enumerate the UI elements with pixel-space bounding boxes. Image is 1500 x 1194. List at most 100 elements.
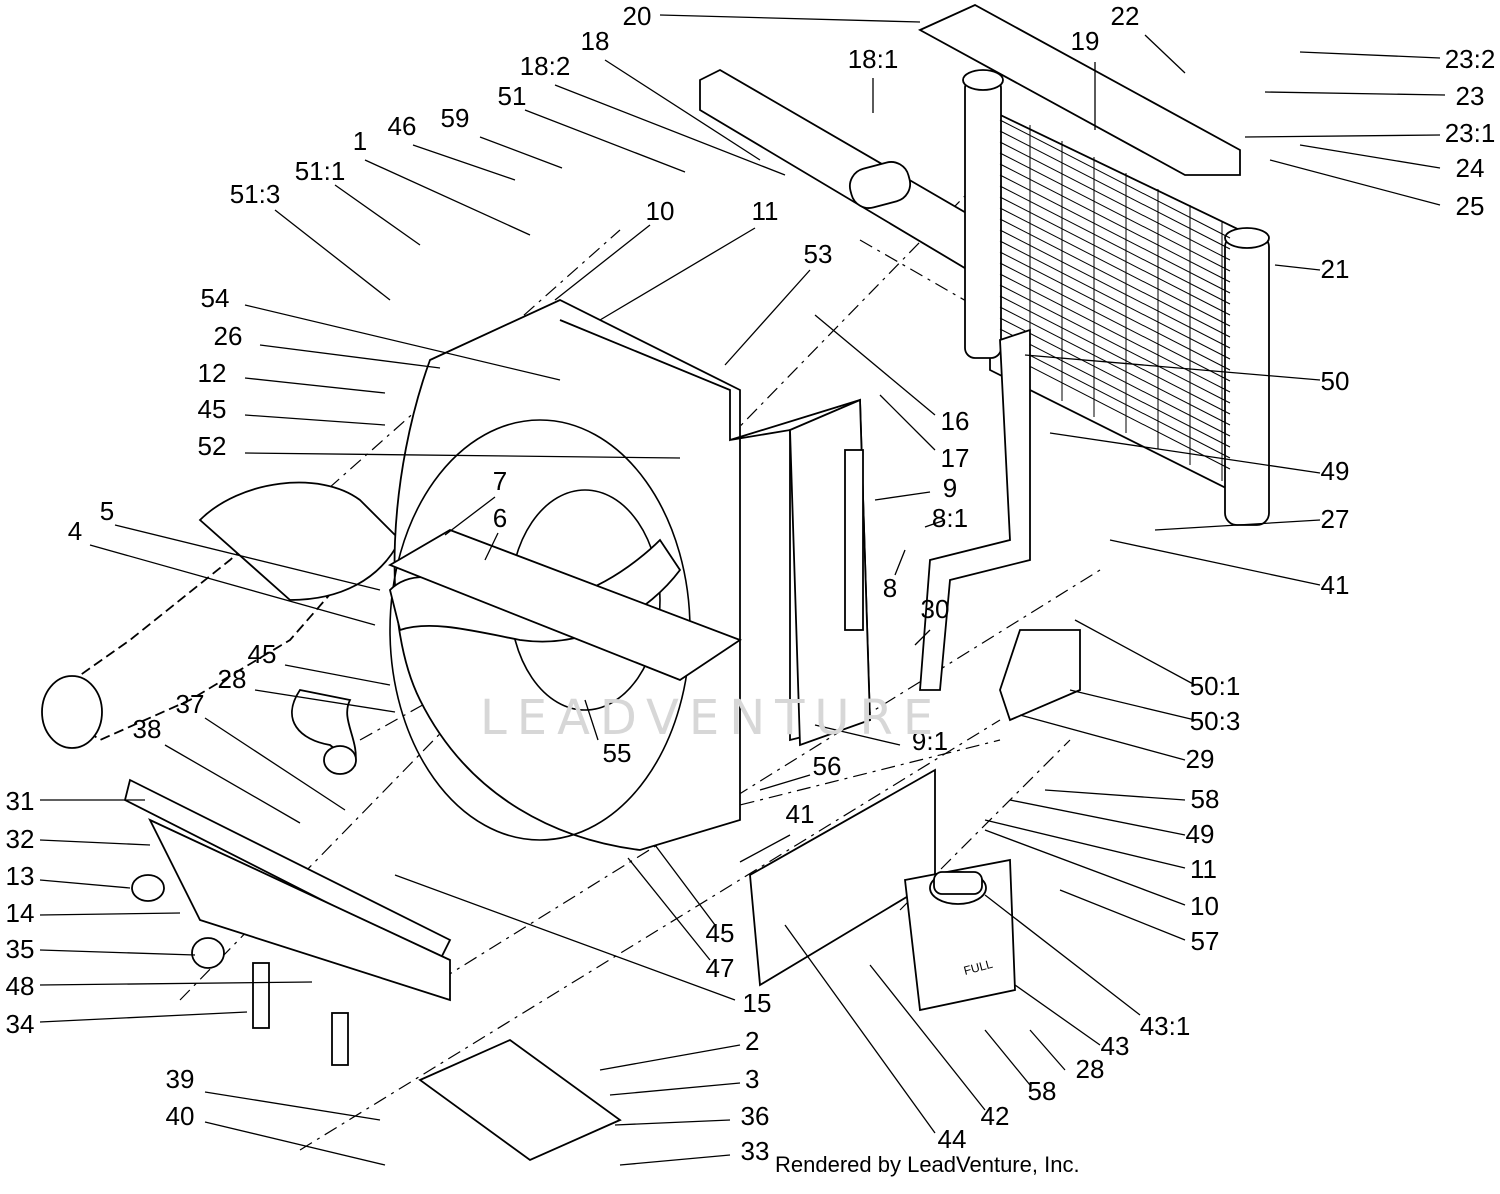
callout-39: 39 <box>166 1064 195 1094</box>
leader-line <box>619 1154 731 1166</box>
leader-line <box>244 452 681 459</box>
callout-54: 54 <box>201 283 230 313</box>
leader-line <box>914 629 931 646</box>
leader-line <box>1024 354 1321 381</box>
leader-line <box>204 1091 381 1121</box>
leader-line <box>254 689 396 713</box>
radiator-core <box>962 69 1270 526</box>
fin-line <box>999 174 1231 294</box>
callout-52: 52 <box>198 431 227 461</box>
callout-34: 34 <box>6 1009 35 1039</box>
callout-43: 43 <box>1101 1031 1130 1061</box>
leader-line <box>412 144 516 181</box>
leader-line <box>584 699 599 741</box>
leader-line <box>39 981 313 986</box>
leader-line <box>604 59 761 161</box>
watermark: LEADVENTURE <box>480 690 944 746</box>
callout-25: 25 <box>1456 191 1485 221</box>
callout-59: 59 <box>441 103 470 133</box>
fin-line <box>999 284 1231 404</box>
callout-45: 45 <box>706 918 735 948</box>
fin-line <box>999 328 1231 448</box>
callout-14: 14 <box>6 898 35 928</box>
leader-line <box>39 879 131 889</box>
callout-55: 55 <box>603 738 632 768</box>
leader-line <box>654 844 716 926</box>
callout-10: 10 <box>646 196 675 226</box>
callout-50-1: 50:1 <box>1190 671 1241 701</box>
leader-line <box>984 1029 1031 1086</box>
callout-9-1: 9:1 <box>912 726 948 756</box>
callout-6: 6 <box>493 503 507 533</box>
fin-line <box>999 339 1231 459</box>
callout-58: 58 <box>1191 784 1220 814</box>
callout-27: 27 <box>1321 504 1350 534</box>
leader-line <box>114 524 381 591</box>
leader-line <box>39 839 151 846</box>
callout-28: 28 <box>218 664 247 694</box>
leader-line <box>1029 1029 1066 1071</box>
leader-line <box>984 829 1186 906</box>
leader-line <box>784 924 936 1134</box>
fin-line <box>999 185 1231 305</box>
fin-line <box>999 218 1231 338</box>
callout-16: 16 <box>941 406 970 436</box>
leader-line <box>984 819 1186 869</box>
leader-line <box>1144 34 1186 74</box>
leader-lines <box>39 14 1446 1166</box>
fin-line <box>999 262 1231 382</box>
leader-line <box>1269 159 1441 206</box>
fin-line <box>999 130 1231 250</box>
leader-line <box>874 491 931 501</box>
callout-42: 42 <box>981 1101 1010 1131</box>
fin-line <box>999 317 1231 437</box>
callout-18: 18 <box>581 26 610 56</box>
leader-line <box>1274 264 1321 271</box>
leader-line <box>1009 799 1186 836</box>
leader-line <box>1244 134 1441 138</box>
callout-18-1: 18:1 <box>848 44 899 74</box>
leader-line <box>479 136 563 169</box>
callout-23-2: 23:2 <box>1445 44 1496 74</box>
leader-line <box>1074 619 1196 686</box>
callout-49: 49 <box>1186 819 1215 849</box>
leader-line <box>984 894 1141 1016</box>
callout-50-3: 50:3 <box>1190 706 1241 736</box>
leader-line <box>89 544 376 626</box>
callout-15: 15 <box>743 988 772 1018</box>
leader-line <box>204 717 346 811</box>
callout-57: 57 <box>1191 926 1220 956</box>
fin-line <box>999 196 1231 316</box>
callout-12: 12 <box>198 358 227 388</box>
callout-45: 45 <box>198 394 227 424</box>
callout-11: 11 <box>1190 854 1217 884</box>
render-credit: Rendered by LeadVenture, Inc. <box>775 1152 1080 1177</box>
leader-line <box>924 519 946 528</box>
intake-hose <box>41 481 402 775</box>
leader-line <box>724 269 811 366</box>
callout-37: 37 <box>176 689 205 719</box>
leader-line <box>39 912 181 916</box>
leader-line <box>1154 519 1321 531</box>
callout-24: 24 <box>1456 153 1485 183</box>
callout-49: 49 <box>1321 456 1350 486</box>
top-bracket <box>699 3 1241 296</box>
leader-line <box>614 1119 731 1126</box>
callout-56: 56 <box>813 751 842 781</box>
fin-line <box>999 119 1231 239</box>
leader-line <box>554 224 651 301</box>
callout-32: 32 <box>6 824 35 854</box>
callout-2: 2 <box>745 1026 759 1056</box>
leader-line <box>1059 889 1186 941</box>
leader-line <box>1019 714 1186 761</box>
leader-line <box>284 664 391 686</box>
fin-line <box>999 240 1231 360</box>
callout-48: 48 <box>6 971 35 1001</box>
callout-23: 23 <box>1456 81 1485 111</box>
callout-53: 53 <box>804 239 833 269</box>
leader-line <box>1014 984 1101 1046</box>
base-rails <box>123 778 622 1162</box>
callout-17: 17 <box>941 443 970 473</box>
